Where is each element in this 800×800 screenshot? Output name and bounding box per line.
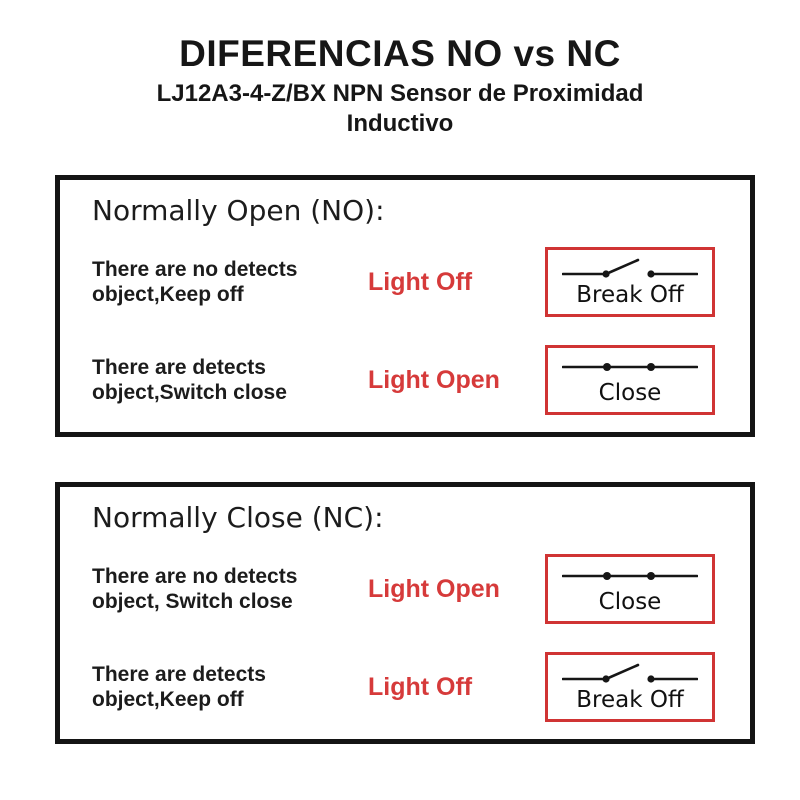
open-switch-icon (562, 258, 698, 278)
switch-diagram-box: Break Off (545, 247, 715, 317)
detect-row: There are detects object,Keep off Light … (92, 651, 715, 723)
condition-line-2: object,Switch close (92, 381, 287, 404)
light-state-label: Light Off (368, 267, 473, 296)
condition-text: There are detects object,Switch close (92, 355, 368, 405)
closed-switch-icon (562, 571, 698, 580)
light-state-label: Light Off (368, 672, 473, 701)
open-switch-icon (562, 663, 698, 683)
switch-diagram-box: Break Off (545, 652, 715, 722)
condition-line-1: There are detects (92, 356, 266, 379)
condition-line-2: object, Switch close (92, 590, 293, 613)
switch-state-label: Break Off (576, 686, 684, 713)
switch-state-label: Close (598, 379, 662, 406)
normally-close-section: Normally Close (NC): There are no detect… (55, 482, 755, 744)
no-detect-row: There are no detects object,Keep off Lig… (92, 246, 715, 318)
condition-line-1: There are detects (92, 663, 266, 686)
condition-text: There are no detects object,Keep off (92, 257, 368, 307)
condition-text: There are no detects object, Switch clos… (92, 564, 368, 614)
switch-state-label: Close (598, 588, 662, 615)
page-subtitle: LJ12A3-4-Z/BX NPN Sensor de Proximidad I… (156, 80, 644, 137)
condition-text: There are detects object,Keep off (92, 662, 368, 712)
section-heading-no: Normally Open (NO): (92, 194, 385, 227)
light-state-label: Light Open (368, 365, 500, 394)
detect-row: There are detects object,Switch close Li… (92, 344, 715, 416)
switch-state-label: Break Off (576, 281, 684, 308)
section-heading-nc: Normally Close (NC): (92, 501, 384, 534)
light-state-label: Light Open (368, 574, 500, 603)
condition-line-1: There are no detects (92, 258, 298, 281)
switch-diagram-box: Close (545, 345, 715, 415)
condition-line-2: object,Keep off (92, 283, 244, 306)
closed-switch-icon (562, 362, 698, 371)
switch-diagram-box: Close (545, 554, 715, 624)
condition-line-1: There are no detects (92, 565, 298, 588)
condition-line-2: object,Keep off (92, 688, 244, 711)
page-title: DIFERENCIAS NO vs NC (179, 33, 621, 74)
normally-open-section: Normally Open (NO): There are no detects… (55, 175, 755, 437)
no-detect-row: There are no detects object, Switch clos… (92, 553, 715, 625)
